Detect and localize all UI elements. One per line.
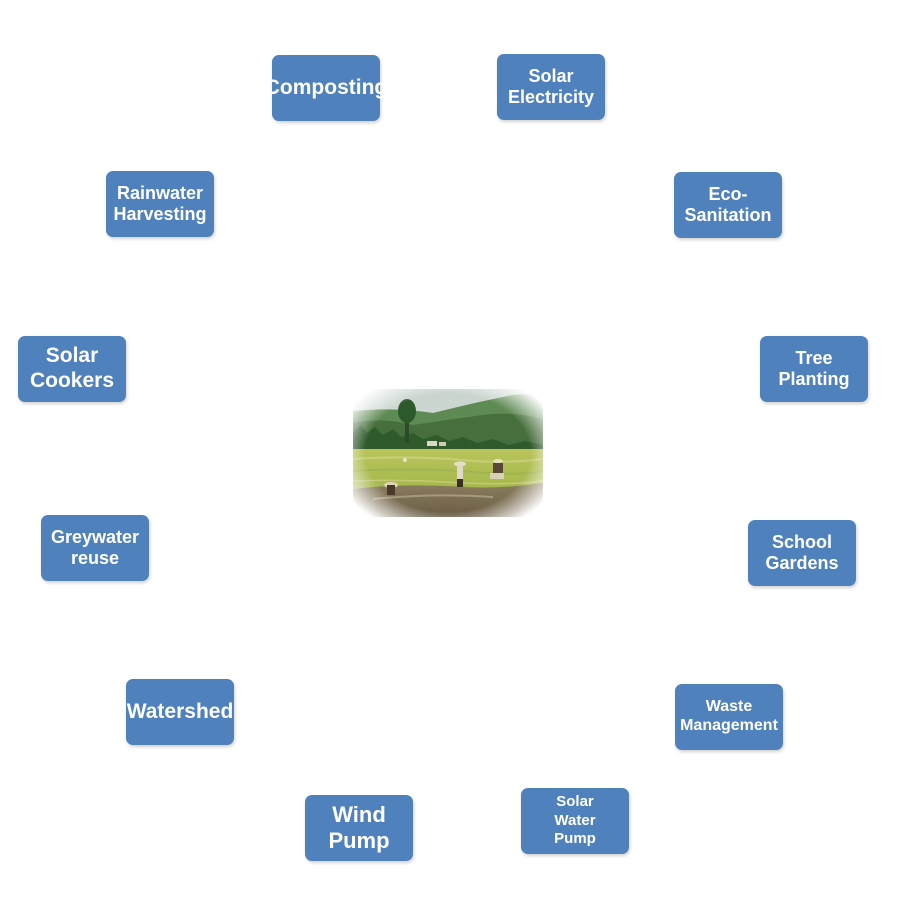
- rice-paddy-image: [353, 389, 543, 517]
- node-rainwater-harvesting: Rainwater Harvesting: [106, 171, 214, 237]
- node-solar-water-pump: Solar Water Pump: [521, 788, 629, 854]
- node-waste-management: Waste Management: [675, 684, 783, 750]
- node-solar-electricity: Solar Electricity: [497, 54, 605, 120]
- node-watershed: Watershed: [126, 679, 234, 745]
- node-greywater-reuse: Greywater reuse: [41, 515, 149, 581]
- node-eco-sanitation: Eco- Sanitation: [674, 172, 782, 238]
- node-school-gardens: School Gardens: [748, 520, 856, 586]
- node-composting: Composting: [265, 55, 387, 121]
- node-wind-pump: Wind Pump: [305, 795, 413, 861]
- node-tree-planting: Tree Planting: [760, 336, 868, 402]
- node-solar-cookers: Solar Cookers: [18, 336, 126, 402]
- farmer-figures: [384, 458, 504, 495]
- rice-paddy-farmers-photo: [353, 389, 543, 517]
